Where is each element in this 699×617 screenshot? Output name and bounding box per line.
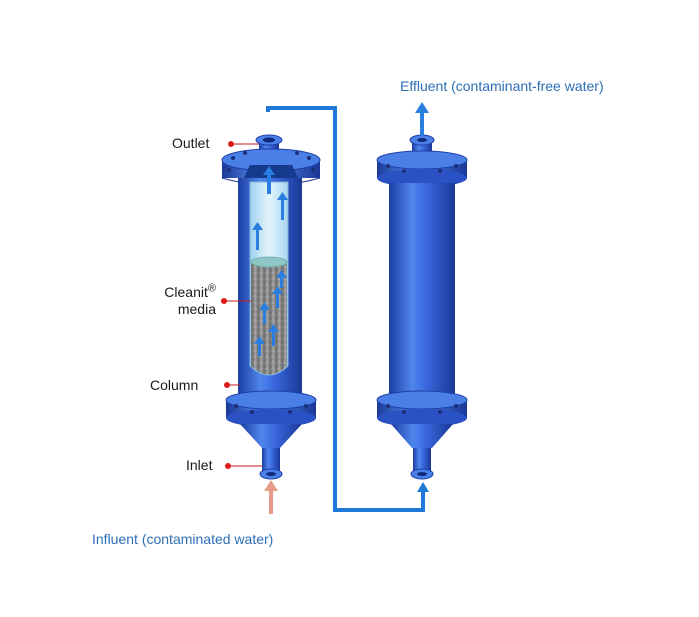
influent-label: Influent (contaminated water) — [92, 531, 274, 547]
column-label: Column — [150, 377, 199, 393]
internal-flow-arrows — [252, 166, 288, 356]
effluent-arrow-icon — [415, 102, 429, 136]
column-dot — [224, 382, 230, 388]
inlet-label: Inlet — [186, 457, 213, 473]
registered-mark: ® — [207, 282, 216, 295]
media-label: Cleanit® media — [150, 282, 216, 318]
outlet-label: Outlet — [172, 135, 210, 151]
media-dot — [221, 298, 227, 304]
media-word: media — [177, 301, 216, 317]
outlet-dot — [228, 141, 234, 147]
effluent-label: Effluent (contaminant-free water) — [400, 78, 604, 94]
column-left — [221, 134, 321, 480]
media-name: Cleanit — [164, 284, 208, 300]
column-right — [376, 134, 468, 480]
influent-arrow-icon — [264, 480, 278, 514]
connecting-pipe — [266, 106, 425, 512]
inlet-dot — [225, 463, 231, 469]
pipe-arrowhead-icon — [417, 482, 429, 492]
